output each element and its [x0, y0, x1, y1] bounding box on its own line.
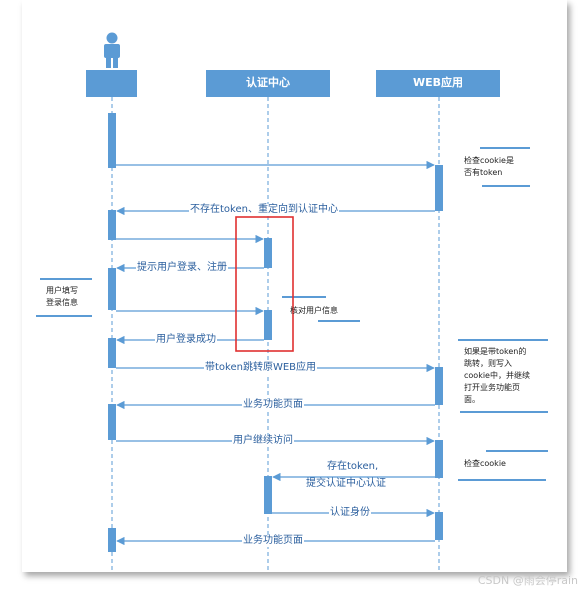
- label-business-page-2: 业务功能页面: [242, 535, 304, 547]
- note-line: 面。: [464, 395, 480, 404]
- label-redirect: 不存在token、重定向到认证中心: [189, 204, 339, 216]
- note-line: 打开业务功能页: [464, 383, 520, 392]
- user-activation-6: [108, 528, 116, 552]
- auth-header-label: 认证中心: [246, 76, 290, 89]
- user-activation-5: [108, 404, 116, 440]
- note-check-cookie: 检查cookie是 否有token: [464, 155, 514, 179]
- label-has-token: 存在token,: [326, 461, 380, 473]
- web-header-label: WEB应用: [412, 76, 464, 89]
- note-line: 跳转，则写入: [464, 359, 512, 368]
- user-activation-3: [108, 268, 116, 310]
- label-login-success: 用户登录成功: [155, 334, 217, 346]
- auth-activation-1: [264, 238, 272, 268]
- user-actor-icon: [104, 32, 120, 68]
- note-verify-user: 核对用户信息: [290, 306, 338, 315]
- user-header-box: [86, 70, 137, 97]
- note-line: 登录信息: [46, 298, 78, 307]
- auth-header-box: [206, 70, 330, 97]
- auth-activation-2: [264, 310, 272, 340]
- note-check-cookie2: 检查cookie: [464, 459, 506, 468]
- label-business-page-1: 业务功能页面: [242, 399, 304, 411]
- web-header-box: [376, 70, 500, 97]
- note-line: 如果是带token的: [464, 347, 527, 356]
- label-submit-auth: 提交认证中心认证: [305, 478, 387, 490]
- user-activation-4: [108, 338, 116, 368]
- user-activation-1: [108, 113, 116, 168]
- highlight-box: [235, 216, 294, 352]
- watermark: CSDN @雨会停rain: [477, 574, 578, 587]
- web-activation-1: [435, 165, 443, 211]
- note-user-fill: 用户填写 登录信息: [46, 285, 78, 309]
- web-activation-3: [435, 440, 443, 478]
- user-activation-2: [108, 210, 116, 240]
- web-activation-2: [435, 367, 443, 405]
- note-line: 检查cookie是: [464, 156, 514, 165]
- label-verify-identity: 认证身份: [329, 507, 371, 519]
- note-line: 否有token: [464, 168, 503, 177]
- note-if-token: 如果是带token的 跳转，则写入 cookie中，并继续 打开业务功能页 面。: [464, 346, 530, 406]
- note-line: cookie中，并继续: [464, 371, 530, 380]
- label-continue-visit: 用户继续访问: [232, 435, 294, 447]
- auth-activation-3: [264, 476, 272, 514]
- label-token-jump: 带token跳转原WEB应用: [204, 362, 318, 374]
- web-activation-4: [435, 512, 443, 540]
- label-prompt-login: 提示用户登录、注册: [136, 262, 228, 274]
- note-line: 用户填写: [46, 286, 78, 295]
